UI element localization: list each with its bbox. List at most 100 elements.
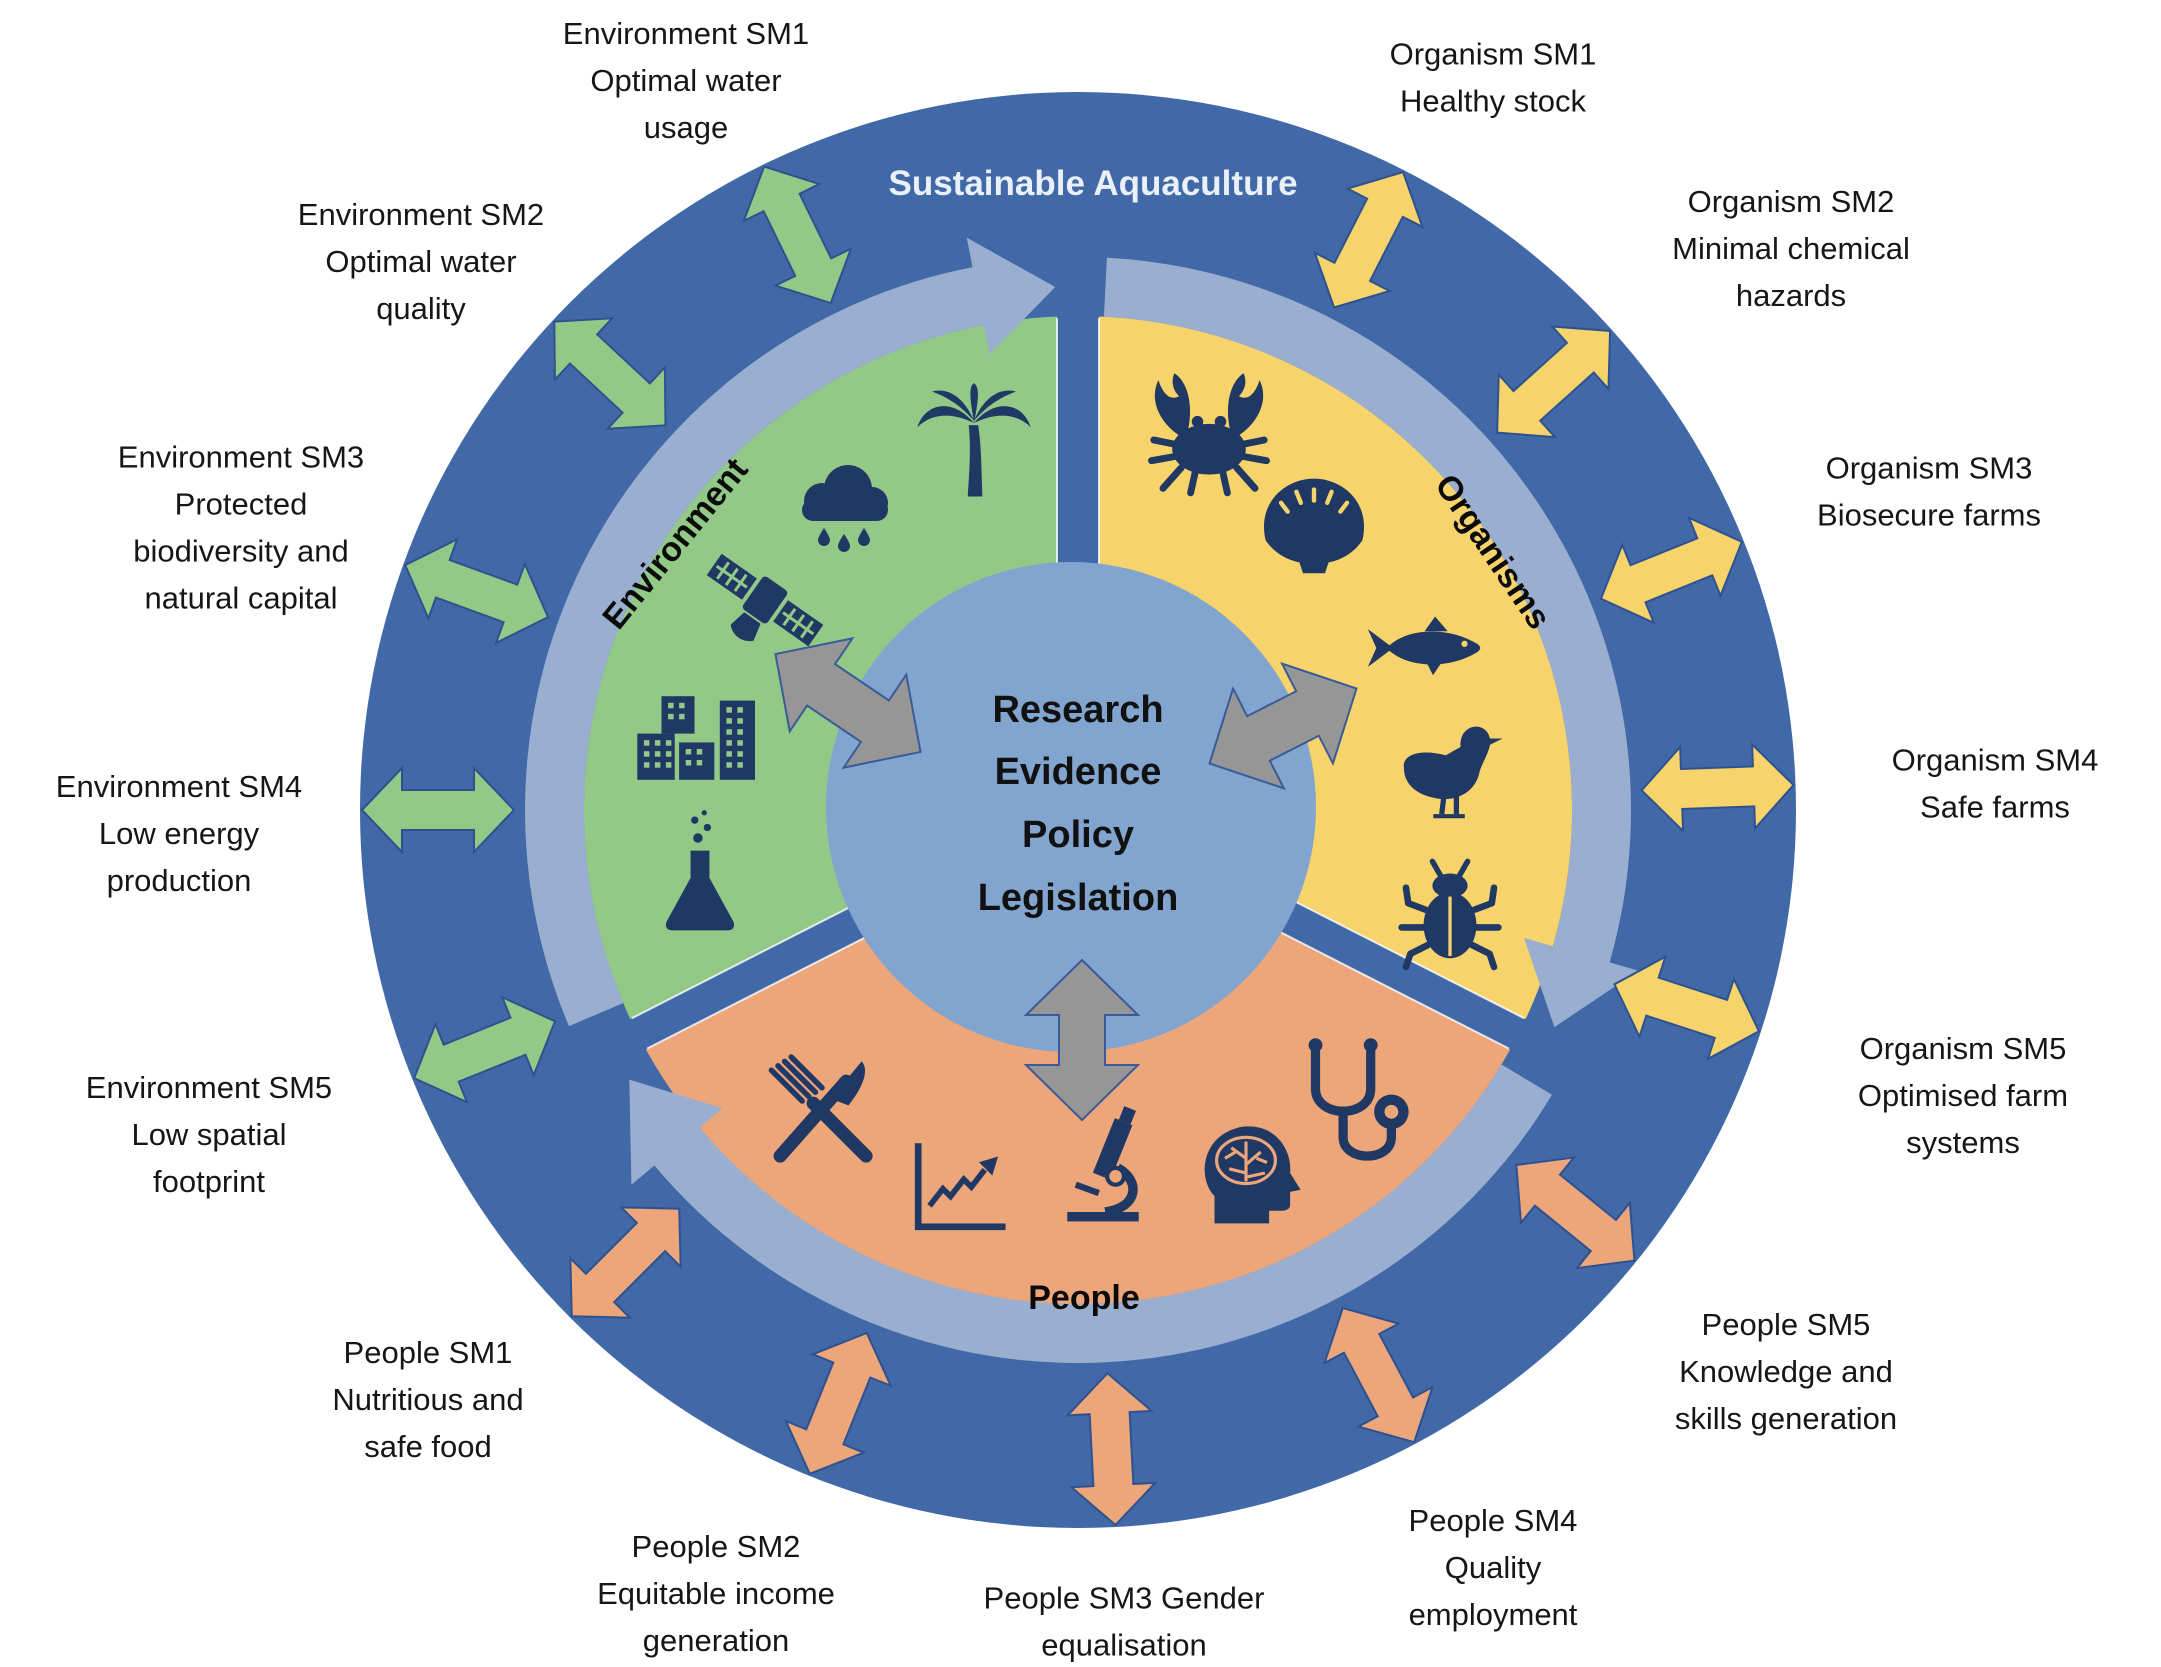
goal-label-line: natural capital [144, 581, 337, 616]
goal-label-line: Nutritious and [332, 1382, 523, 1417]
goal-label-line: Low energy [99, 816, 260, 851]
city-buildings-icon [637, 696, 755, 780]
fork-knife-icon [768, 1054, 873, 1163]
shell-icon [1263, 478, 1365, 574]
goal-label-line: Environment SM2 [298, 197, 544, 232]
organisms-sm3-link-arrow [1599, 515, 1744, 625]
goal-label-line: Knowledge and [1679, 1354, 1893, 1389]
goal-label-line: Organism SM5 [1860, 1031, 2067, 1066]
goal-label-line: People SM2 [632, 1529, 801, 1564]
goal-link-arrows [360, 165, 1795, 1527]
goal-label-line: equalisation [1041, 1628, 1206, 1663]
brain-head-icon [1204, 1126, 1301, 1224]
goal-label-line: People SM3 Gender [984, 1581, 1265, 1616]
environment-sm1-link-arrow [742, 165, 853, 305]
environment-sm2-link-arrow [553, 317, 667, 430]
goal-label-line: Environment SM1 [563, 16, 809, 51]
goal-label-line: production [107, 863, 252, 898]
goal-label-line: usage [644, 110, 728, 145]
palm-tree-icon [917, 383, 1031, 497]
goal-label-line: Low spatial [131, 1117, 286, 1152]
center-hub-line: Legislation [978, 877, 1179, 919]
goal-label-line: Organism SM2 [1688, 184, 1895, 219]
goal-label-line: Minimal chemical [1672, 231, 1910, 266]
goal-label-line: Biosecure farms [1817, 498, 2041, 533]
organisms-sm5-link-arrow [1613, 954, 1761, 1061]
goal-label-line: People SM5 [1702, 1307, 1871, 1342]
goal-label-line: Environment SM4 [56, 769, 302, 804]
organisms-cycle-arrow [1103, 257, 1639, 1028]
goal-label-line: Optimised farm [1858, 1078, 2068, 1113]
goal-label-line: Equitable income [597, 1576, 835, 1611]
fish-icon [1367, 616, 1481, 676]
people-sm1-link-arrow [569, 1206, 682, 1319]
goal-label-line: employment [1409, 1597, 1578, 1632]
cycle-arrows [525, 237, 1639, 1363]
rain-cloud-icon [802, 465, 888, 552]
center-hub-line: Policy [1022, 814, 1134, 856]
organisms-sm4-link-arrow [1640, 742, 1795, 834]
trend-chart-icon [914, 1143, 1006, 1231]
environment-sm4-link-arrow [360, 765, 516, 855]
goal-label-line: Healthy stock [1400, 84, 1587, 119]
diagram-title: Sustainable Aquaculture [888, 164, 1297, 203]
goal-label-line: systems [1906, 1125, 2020, 1160]
chemistry-flask-icon [665, 810, 735, 931]
goal-label-line: Organism SM1 [1390, 37, 1597, 72]
goal-label-line: Protected [175, 487, 308, 522]
hub-organisms-link-arrow [1208, 661, 1358, 791]
environment-sm5-link-arrow [412, 995, 557, 1105]
people-cycle-arrow [629, 1064, 1552, 1363]
duck-icon [1403, 726, 1503, 819]
people-sm2-link-arrow [783, 1331, 893, 1476]
goal-label-line: People SM4 [1409, 1503, 1578, 1538]
people-sm3-goal-label: People SM3 Gender equalisation [984, 1581, 1265, 1663]
environment-cycle-arrow [525, 237, 1056, 1027]
people-sm3-link-arrow [1065, 1371, 1158, 1527]
center-hub-line: Evidence [995, 751, 1162, 793]
goal-label-line: footprint [153, 1164, 265, 1199]
goal-label-line: biodiversity and [133, 534, 348, 569]
section-icons [637, 373, 1503, 1231]
goal-label-line: safe food [364, 1429, 492, 1464]
goal-label-line: Environment SM3 [118, 440, 364, 475]
center-hub-circle [826, 562, 1316, 1052]
goal-label-line: Quality [1445, 1550, 1542, 1585]
center-hub [774, 562, 1358, 1122]
microscope-icon [1067, 1106, 1139, 1222]
goal-label-line: Optimal water [325, 244, 516, 279]
goal-label-line: Environment SM5 [86, 1070, 332, 1105]
center-hub-line: Research [992, 689, 1163, 731]
goal-label-line: skills generation [1675, 1401, 1897, 1436]
goal-label-line: generation [643, 1623, 790, 1658]
environment-sm3-link-arrow [403, 537, 550, 645]
bug-icon [1398, 858, 1502, 971]
crab-icon [1148, 373, 1270, 497]
people-section-name: People [1028, 1279, 1139, 1317]
organisms-sm2-link-arrow [1496, 325, 1612, 439]
goal-label-line: People SM1 [344, 1335, 513, 1370]
hub-people-link-arrow [1023, 958, 1141, 1122]
organisms-sm1-link-arrow [1313, 170, 1425, 309]
people-sm5-link-arrow [1515, 1156, 1636, 1270]
hub-environment-link-arrow [774, 636, 922, 770]
satellite-icon [706, 553, 824, 647]
stethoscope-icon [1308, 1038, 1409, 1161]
goal-label-line: Organism SM4 [1892, 743, 2099, 778]
people-sm4-link-arrow [1322, 1306, 1435, 1444]
goal-label-line: hazards [1736, 278, 1846, 313]
